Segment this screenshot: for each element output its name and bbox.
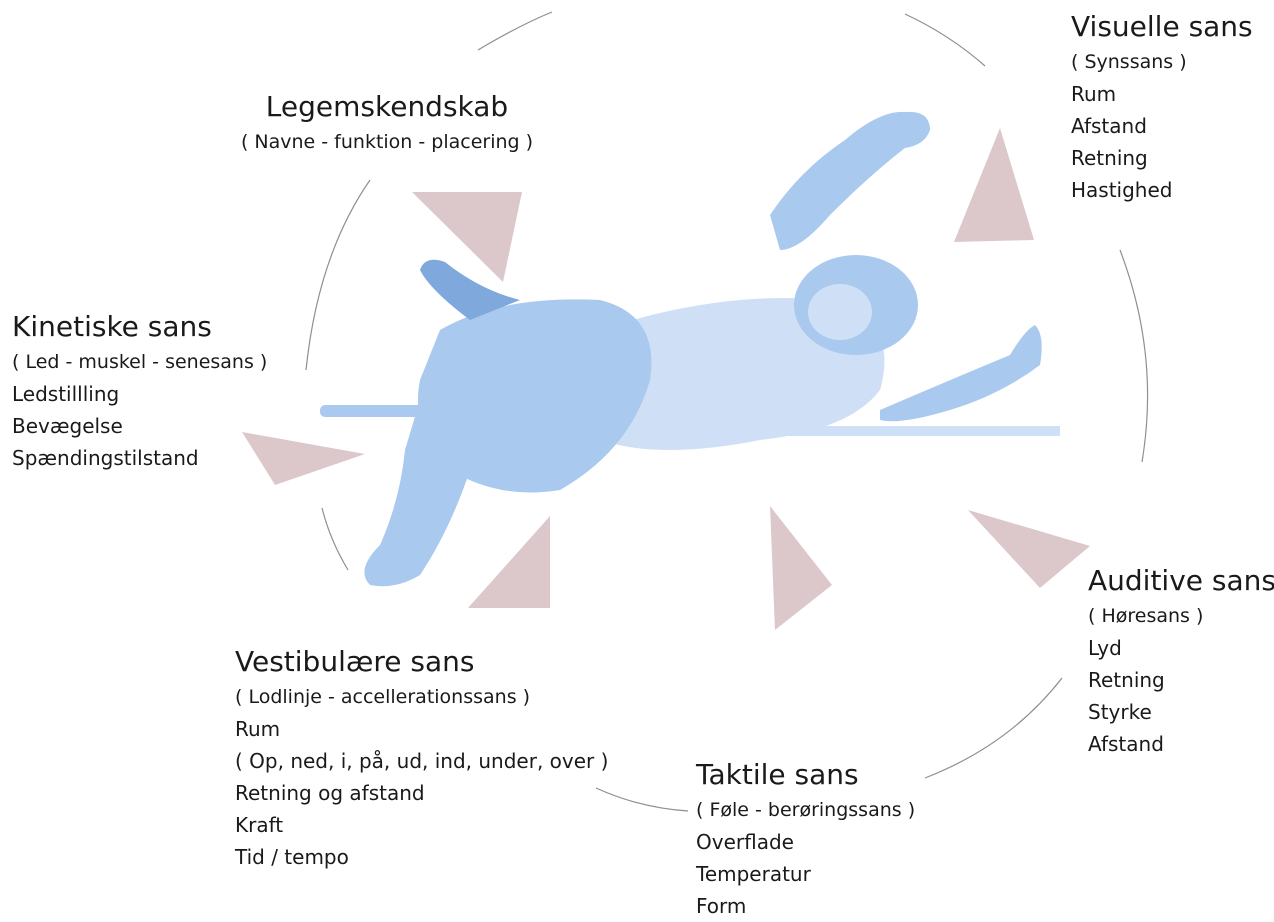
visuelle-title: Visuelle sans xyxy=(1071,8,1253,46)
arc-bottom-right xyxy=(925,678,1062,778)
vestibulaere-item: Rum xyxy=(235,713,608,745)
kinetiske-item: Bevægelse xyxy=(12,410,267,442)
triangle-bottom-center xyxy=(770,506,832,630)
vestibulaere-item: ( Op, ned, i, på, ud, ind, under, over ) xyxy=(235,745,608,777)
arc-bottom-center xyxy=(596,788,688,811)
vestibulaere-subtitle: ( Lodlinje - accellerationssans ) xyxy=(235,681,608,713)
kinetiske-subtitle: ( Led - muskel - senesans ) xyxy=(12,346,267,378)
triangle-top-right xyxy=(954,128,1034,242)
extended-arm xyxy=(880,325,1042,421)
visuelle-item: Hastighed xyxy=(1071,174,1253,206)
kinetiske-item: Ledstillling xyxy=(12,378,267,410)
arc-left-lower xyxy=(322,508,348,570)
arc-left-upper xyxy=(306,180,370,370)
arc-top-left xyxy=(478,12,552,50)
visuelle-item: Retning xyxy=(1071,142,1253,174)
legemskendskab-title: Legemskendskab xyxy=(222,88,552,126)
child-figure-image xyxy=(320,112,1060,586)
auditive-item: Styrke xyxy=(1088,696,1274,728)
triangle-bottom-left xyxy=(468,516,550,608)
raised-arm xyxy=(770,112,930,250)
vestibulaere-item: Retning og afstand xyxy=(235,777,608,809)
auditive-item: Lyd xyxy=(1088,632,1274,664)
visuelle-item: Afstand xyxy=(1071,110,1253,142)
auditive-subtitle: ( Høresans ) xyxy=(1088,600,1274,632)
arc-top-right xyxy=(905,14,985,66)
triangle-bottom-right xyxy=(968,510,1090,588)
legemskendskab-subtitle: ( Navne - funktion - placering ) xyxy=(222,126,552,158)
auditive-item: Retning xyxy=(1088,664,1274,696)
taktile-subtitle: ( Føle - berøringssans ) xyxy=(696,794,915,826)
auditive-title: Auditive sans xyxy=(1088,562,1274,600)
taktile-item: Temperatur xyxy=(696,858,915,890)
kinetiske-title: Kinetiske sans xyxy=(12,308,267,346)
visuelle-item: Rum xyxy=(1071,78,1253,110)
auditive-item: Afstand xyxy=(1088,728,1274,760)
visuelle-subtitle: ( Synssans ) xyxy=(1071,46,1253,78)
arc-right xyxy=(1120,250,1148,462)
taktile-title: Taktile sans xyxy=(696,756,915,794)
kinetiske-item: Spændingstilstand xyxy=(12,442,267,474)
auditive-sans-group: Auditive sans ( Høresans ) Lyd Retning S… xyxy=(1088,562,1274,760)
bar xyxy=(320,405,430,417)
vestibulaere-item: Tid / tempo xyxy=(235,841,608,873)
vestibulaere-item: Kraft xyxy=(235,809,608,841)
taktile-item: Overflade xyxy=(696,826,915,858)
taktile-item: Form xyxy=(696,890,915,922)
vestibulaere-sans-group: Vestibulære sans ( Lodlinje - accellerat… xyxy=(235,643,608,873)
visuelle-sans-group: Visuelle sans ( Synssans ) Rum Afstand R… xyxy=(1071,8,1253,206)
face xyxy=(808,284,872,340)
vestibulaere-title: Vestibulære sans xyxy=(235,643,608,681)
kinetiske-sans-group: Kinetiske sans ( Led - muskel - senesans… xyxy=(12,308,267,474)
legemskendskab-group: Legemskendskab ( Navne - funktion - plac… xyxy=(222,88,552,158)
taktile-sans-group: Taktile sans ( Føle - berøringssans ) Ov… xyxy=(696,756,915,922)
